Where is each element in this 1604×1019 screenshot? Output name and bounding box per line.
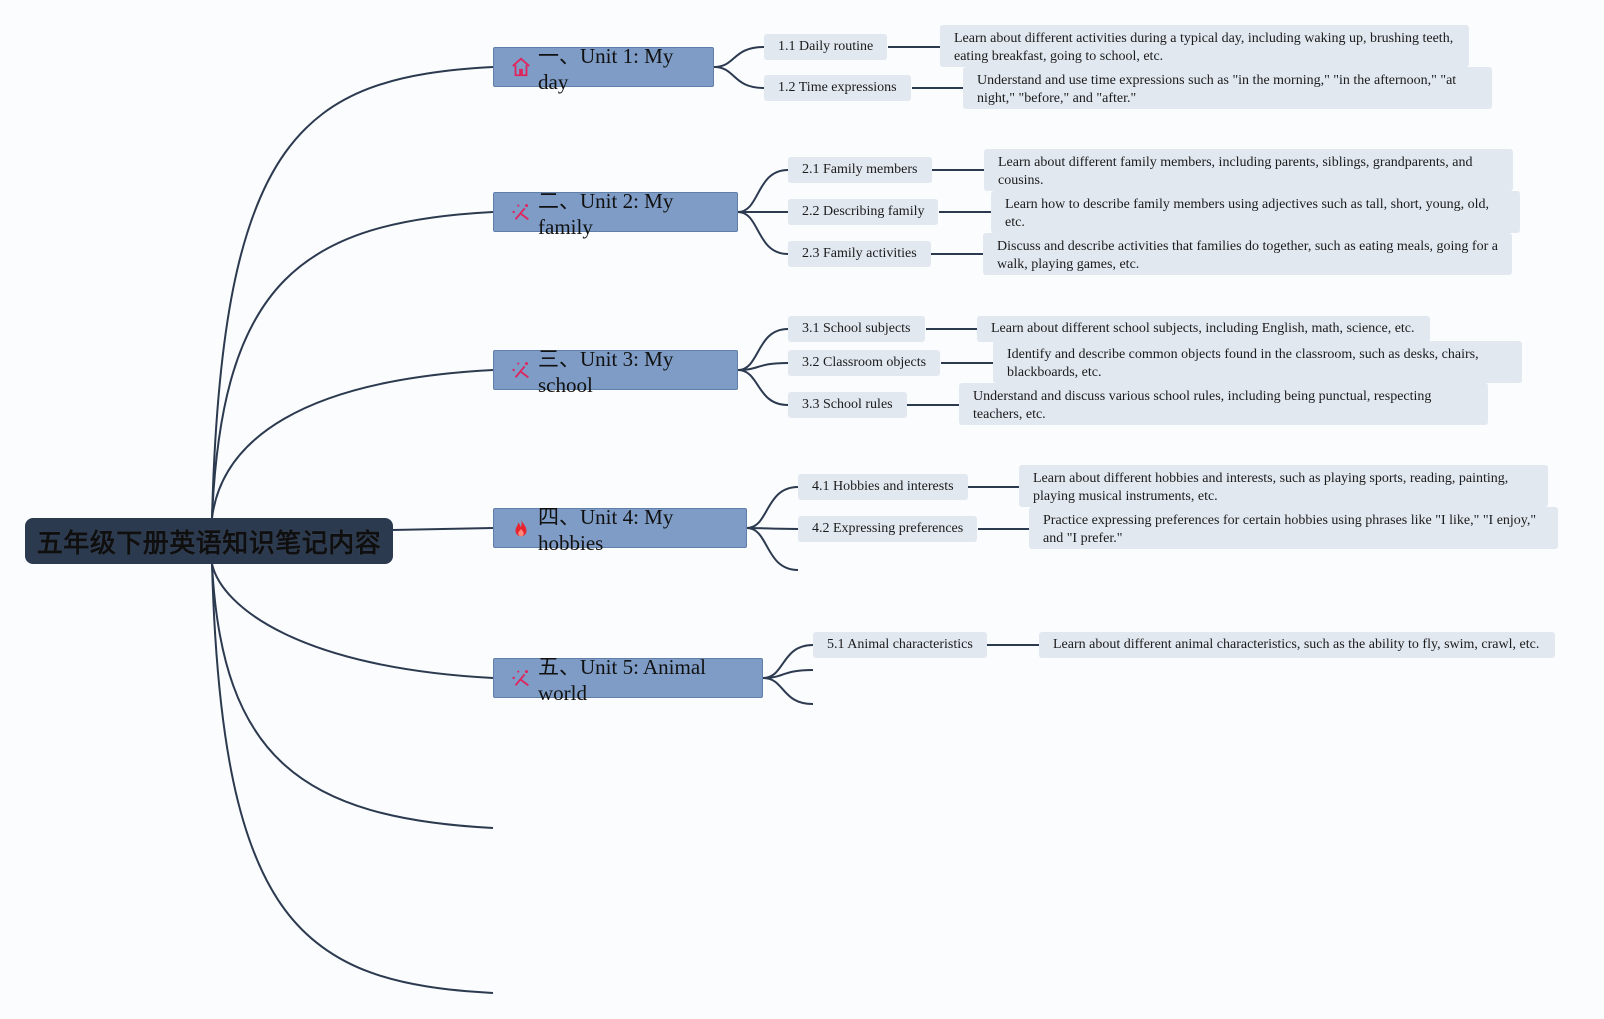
unit-5-edge-2 [762,669,814,679]
detail-1-2[interactable]: Understand and use time expressions such… [963,67,1492,109]
unit-1-label: 一、Unit 1: My day [538,43,674,94]
detail-1-1[interactable]: Learn about different activities during … [940,25,1469,67]
root-topic[interactable]: 五年级下册英语知识笔记内容 [25,518,393,564]
unit-3-edge-2 [737,362,789,371]
subtopic-3-2[interactable]: 3.2 Classroom objects [788,350,941,376]
detail-4-1[interactable]: Learn about different hobbies and intere… [1019,465,1548,507]
root-edge-1 [211,66,494,519]
subtopic-4-1[interactable]: 4.1 Hobbies and interests [798,474,968,500]
root-edge-2 [211,211,494,519]
subtopic-5-1[interactable]: 5.1 Animal characteristics [813,632,987,658]
subtopic-3-1[interactable]: 3.1 School subjects [788,316,925,342]
root-edge-4 [391,527,494,531]
root-edge-7 [211,563,494,994]
unit-2-topic[interactable]: 二、Unit 2: My family [493,189,738,239]
unit-2-edge-3 [737,211,789,255]
root-edge-3 [211,369,494,519]
root-topic-label: 五年级下册英语知识笔记内容 [36,528,382,559]
unit-5-edge-3 [762,677,814,705]
root-edge-5 [211,563,494,679]
sparkle-wand-icon [510,201,532,223]
subtopic-2-3[interactable]: 2.3 Family activities [788,241,931,267]
unit-3-label: 三、Unit 3: My school [538,346,674,397]
unit-1-edge-2 [713,66,765,89]
fire-icon [510,517,532,539]
detail-3-1[interactable]: Learn about different school subjects, i… [977,316,1430,342]
detail-3-2[interactable]: Identify and describe common objects fou… [993,341,1522,383]
sparkle-wand-icon [510,667,532,689]
home-icon [510,56,532,78]
unit-1-edge-1 [713,46,765,68]
unit-5-label: 五、Unit 5: Animal world [538,654,706,705]
detail-4-2[interactable]: Practice expressing preferences for cert… [1029,507,1558,549]
unit-2-edge-1 [737,169,789,213]
unit-3-topic[interactable]: 三、Unit 3: My school [493,347,738,397]
subtopic-2-2[interactable]: 2.2 Describing family [788,199,939,225]
subtopic-1-2[interactable]: 1.2 Time expressions [764,75,911,101]
subtopic-4-2[interactable]: 4.2 Expressing preferences [798,516,978,542]
subtopic-1-1[interactable]: 1.1 Daily routine [764,34,888,60]
subtopic-3-3[interactable]: 3.3 School rules [788,392,907,418]
unit-1-topic[interactable]: 一、Unit 1: My day [493,44,714,94]
root-edge-6 [211,563,494,829]
unit-2-label: 二、Unit 2: My family [538,188,674,239]
detail-2-2[interactable]: Learn how to describe family members usi… [991,191,1520,233]
sparkle-wand-icon [510,359,532,381]
detail-2-3[interactable]: Discuss and describe activities that fam… [983,233,1512,275]
unit-4-edge-3 [746,527,799,571]
detail-2-1[interactable]: Learn about different family members, in… [984,149,1513,191]
unit-4-edge-2 [746,527,799,530]
unit-4-topic[interactable]: 四、Unit 4: My hobbies [493,505,747,555]
subtopic-2-1[interactable]: 2.1 Family members [788,157,932,183]
detail-5-1[interactable]: Learn about different animal characteris… [1039,632,1555,658]
unit-3-edge-3 [737,369,789,406]
detail-3-3[interactable]: Understand and discuss various school ru… [959,383,1488,425]
unit-4-label: 四、Unit 4: My hobbies [538,504,674,555]
unit-5-topic[interactable]: 五、Unit 5: Animal world [493,655,763,705]
unit-4-edge-1 [746,486,799,529]
